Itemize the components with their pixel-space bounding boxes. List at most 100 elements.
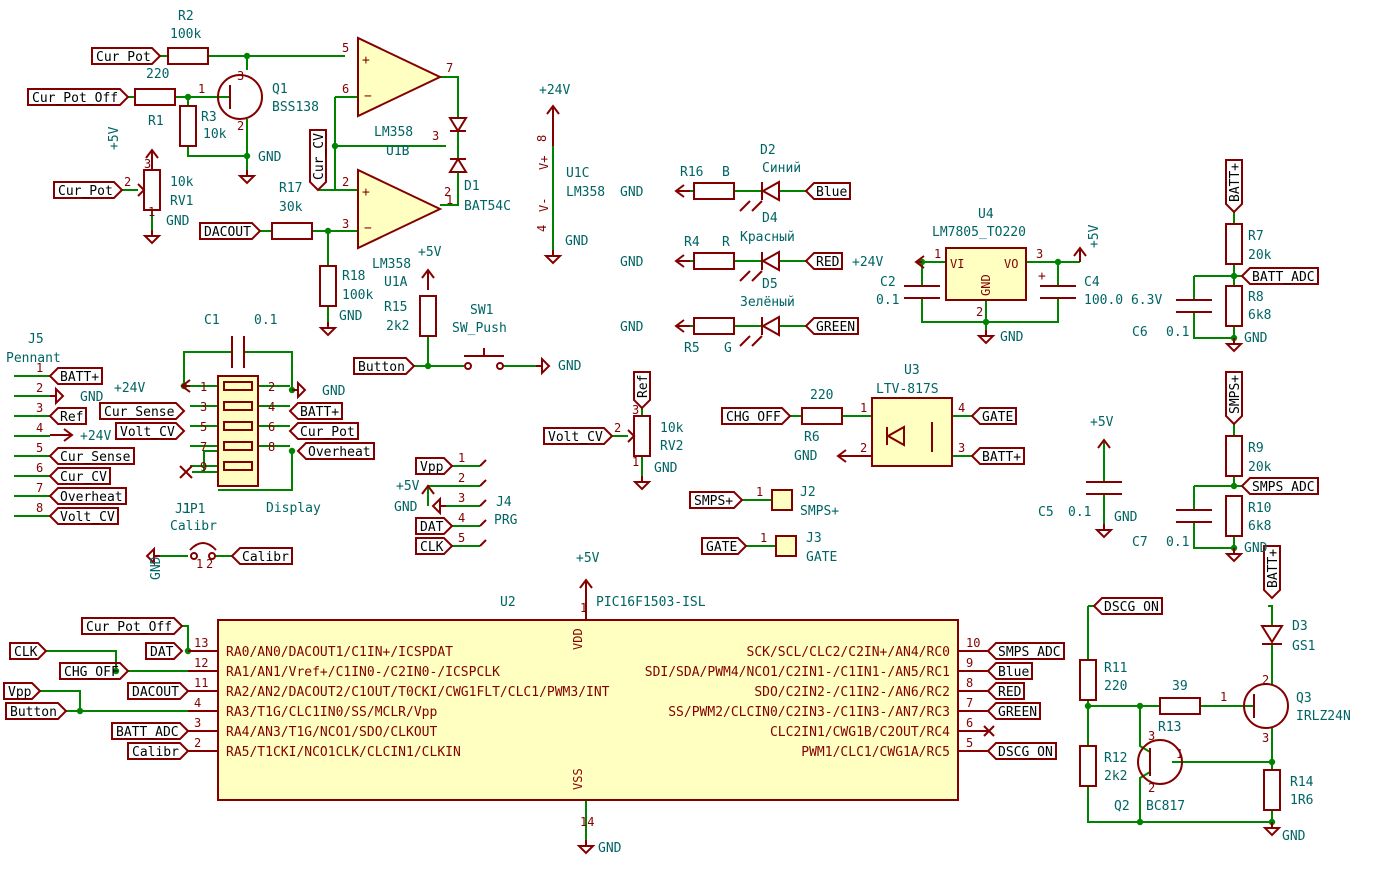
ref-r4: R4 [684,235,700,250]
led-ray [739,200,751,212]
power-symbol [1073,246,1087,262]
gnd-shape [145,546,160,566]
value-r9: 20k [1248,460,1272,475]
pin-number: 1 [148,205,155,219]
diode-body [885,425,905,447]
label-u2-r3-text: GREEN [998,705,1037,720]
pin-number: 8 [268,440,275,454]
value-r8: 6k8 [1248,308,1271,323]
j1-pin [223,461,253,471]
wire [440,76,459,105]
wire [182,625,189,651]
wire [46,650,117,671]
pwr-arrow [1073,246,1087,257]
label-cur-pot-b-text: Cur_Pot [58,184,113,199]
pin-number: 6 [268,420,275,434]
j4-pin [479,479,487,487]
label-button-a-text: Button [358,360,405,375]
label-smps-plus-b [689,491,744,509]
pin-number: 2 [237,119,244,133]
gnd-text: GND [1000,330,1024,345]
opamp-minus: − [364,89,372,104]
gnd-symbol [431,496,446,516]
pwr-arrow [914,255,925,269]
label-vpp [3,682,42,700]
ref-d4: D4 [762,211,778,226]
label-u2-r5 [986,742,1057,760]
u2-pin-name: RA5/T1CKI/NCO1CLK/CLCIN1/CLKIN [226,745,461,760]
gnd-symbol [632,476,652,491]
pwr-arrow [836,449,847,463]
gnd-symbol [1094,524,1114,539]
gnd-text: GND [166,214,190,229]
resistor-r8 [1225,285,1243,327]
label-j1-batt-text: BATT+ [300,405,339,420]
gnd-text: GND [258,150,282,165]
value-c7: 0.1 [1166,535,1189,550]
pwr-arrow [579,578,593,589]
value-d1: BAT54C [464,199,511,214]
gnd-text: GND [1244,331,1268,346]
pin-number: 7 [200,440,207,454]
diode-body [760,250,780,272]
label-j4-dat-text: DAT [420,520,444,535]
connector-j2 [771,489,793,511]
label-dacout-b [127,682,190,700]
pin-number: 3 [632,403,639,417]
u2-pin-name: RA1/AN1/Vref+/C1IN0-/C2IN0-/ICSPCLK [226,665,500,680]
label-j5-1-text: BATT+ [60,370,99,385]
pin-number: 5 [458,531,465,545]
label-gate-b [701,537,748,555]
opamp-minus: − [364,221,372,236]
pot-rv1 [143,169,161,211]
gnd-text: GND [1282,829,1306,844]
label-chg-off-a [721,407,792,425]
label-batt-adc-a [1240,267,1319,285]
pin-number: 2 [268,380,275,394]
resistor-r13 [1159,697,1201,715]
label-batt-plus-c [1263,545,1281,600]
gnd-shape [318,322,338,337]
value-rv1: 10k [170,175,194,190]
label-ref [633,371,651,410]
resistor-r14 [1263,769,1281,811]
power-symbol [145,148,159,170]
pin-number: 10 [966,636,980,650]
value-u1b: LM358 [374,125,413,140]
gnd-shape [543,250,563,265]
pin-number: 5 [342,41,349,55]
power-symbol [421,484,435,495]
resistor-r10 [1225,495,1243,537]
capacitor-c2 [904,285,940,299]
pwr-arrow [421,268,435,279]
wire [1268,605,1273,626]
label-button-b-text: Button [10,705,57,720]
label-j1-cur-pot [288,422,359,440]
pwr-p5-u2: +5V [576,551,600,566]
label-chg-off-b-text: CHG_OFF [64,665,119,680]
capacitor-c7 [1176,509,1212,523]
pin-number: 2 [458,471,465,485]
pin-number: 1 [760,531,767,545]
value-u4: LM7805_TO220 [932,225,1026,240]
led-ray [751,200,763,212]
pin-number: 3 [200,400,207,414]
gnd-symbol [1262,822,1282,837]
pwr-arrow [546,104,560,115]
resistor-r1 [134,88,176,106]
pin-number: 3 [342,217,349,231]
power-symbol [1097,438,1111,449]
label-chg-off-a-text: CHG_OFF [726,410,781,425]
pin-number: 4 [36,421,43,435]
value-r2: 100k [170,27,201,42]
value-r6: 220 [810,388,833,403]
diode-d1-a [448,117,468,133]
pin-u1c-vn: V- [537,198,551,212]
label-gate-a-text: GATE [982,410,1013,425]
power-symbol [674,319,690,333]
resistor-r12 [1079,745,1097,787]
pin-number: 4 [194,696,201,710]
value-c2: 0.1 [876,293,899,308]
ref-jp1: JP1 [182,502,205,517]
